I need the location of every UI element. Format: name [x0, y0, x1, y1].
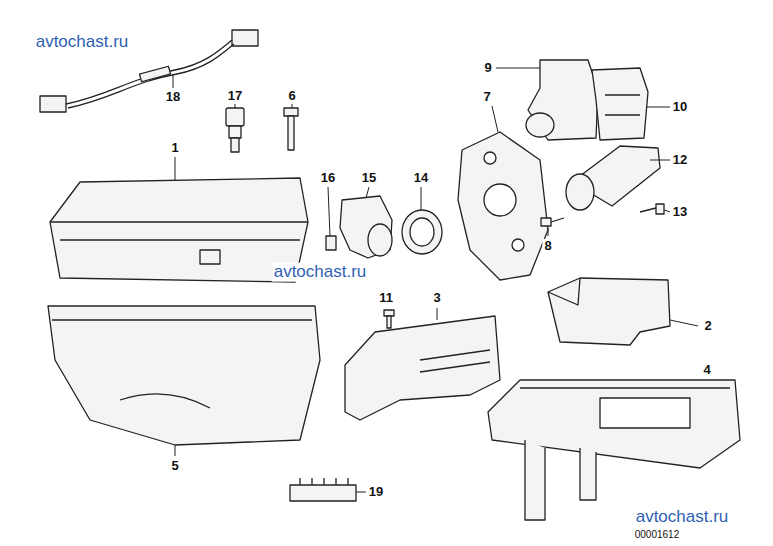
callout-number: 17 — [226, 89, 244, 103]
mounting-plate — [458, 132, 548, 280]
socket-housing — [566, 146, 660, 210]
callout-number: 18 — [164, 90, 182, 104]
callout-number: 1 — [169, 141, 180, 155]
box-housing — [48, 306, 320, 445]
screw — [384, 310, 394, 328]
screw — [326, 236, 336, 250]
pressure-switch — [226, 108, 244, 152]
relay-bracket — [345, 316, 500, 420]
callout-number: 16 — [319, 171, 337, 185]
box-cover — [50, 178, 308, 282]
callout-number: 14 — [412, 171, 430, 185]
duct-elbow — [340, 196, 392, 258]
leader-lines — [173, 68, 707, 492]
callout-number: 5 — [169, 459, 180, 473]
callout-number: 6 — [286, 89, 297, 103]
callout-number: 10 — [671, 100, 689, 114]
grommet-cover — [526, 60, 598, 140]
callout-number: 19 — [367, 485, 385, 499]
drawing-number: 00001612 — [635, 529, 680, 540]
watermark: avtochast.ru — [272, 263, 369, 282]
callout-number: 12 — [671, 153, 689, 167]
fuse-strip — [290, 478, 356, 501]
screw — [640, 204, 664, 214]
fuse-cover — [548, 278, 670, 345]
callout-number: 7 — [481, 90, 492, 104]
callout-number: 2 — [702, 319, 713, 333]
fuse-base — [488, 380, 740, 520]
watermark: avtochast.ru — [34, 33, 131, 52]
screw — [541, 218, 564, 226]
callout-number: 9 — [482, 61, 493, 75]
rubber-boot — [592, 68, 648, 140]
callout-number: 15 — [360, 171, 378, 185]
seal-ring — [402, 210, 442, 254]
callout-number: 4 — [701, 363, 712, 377]
watermark: avtochast.ru — [634, 508, 731, 527]
callout-number: 3 — [431, 291, 442, 305]
callout-number: 11 — [377, 291, 395, 305]
callout-number: 8 — [542, 239, 553, 253]
bolt — [284, 108, 298, 150]
callout-number: 13 — [671, 205, 689, 219]
